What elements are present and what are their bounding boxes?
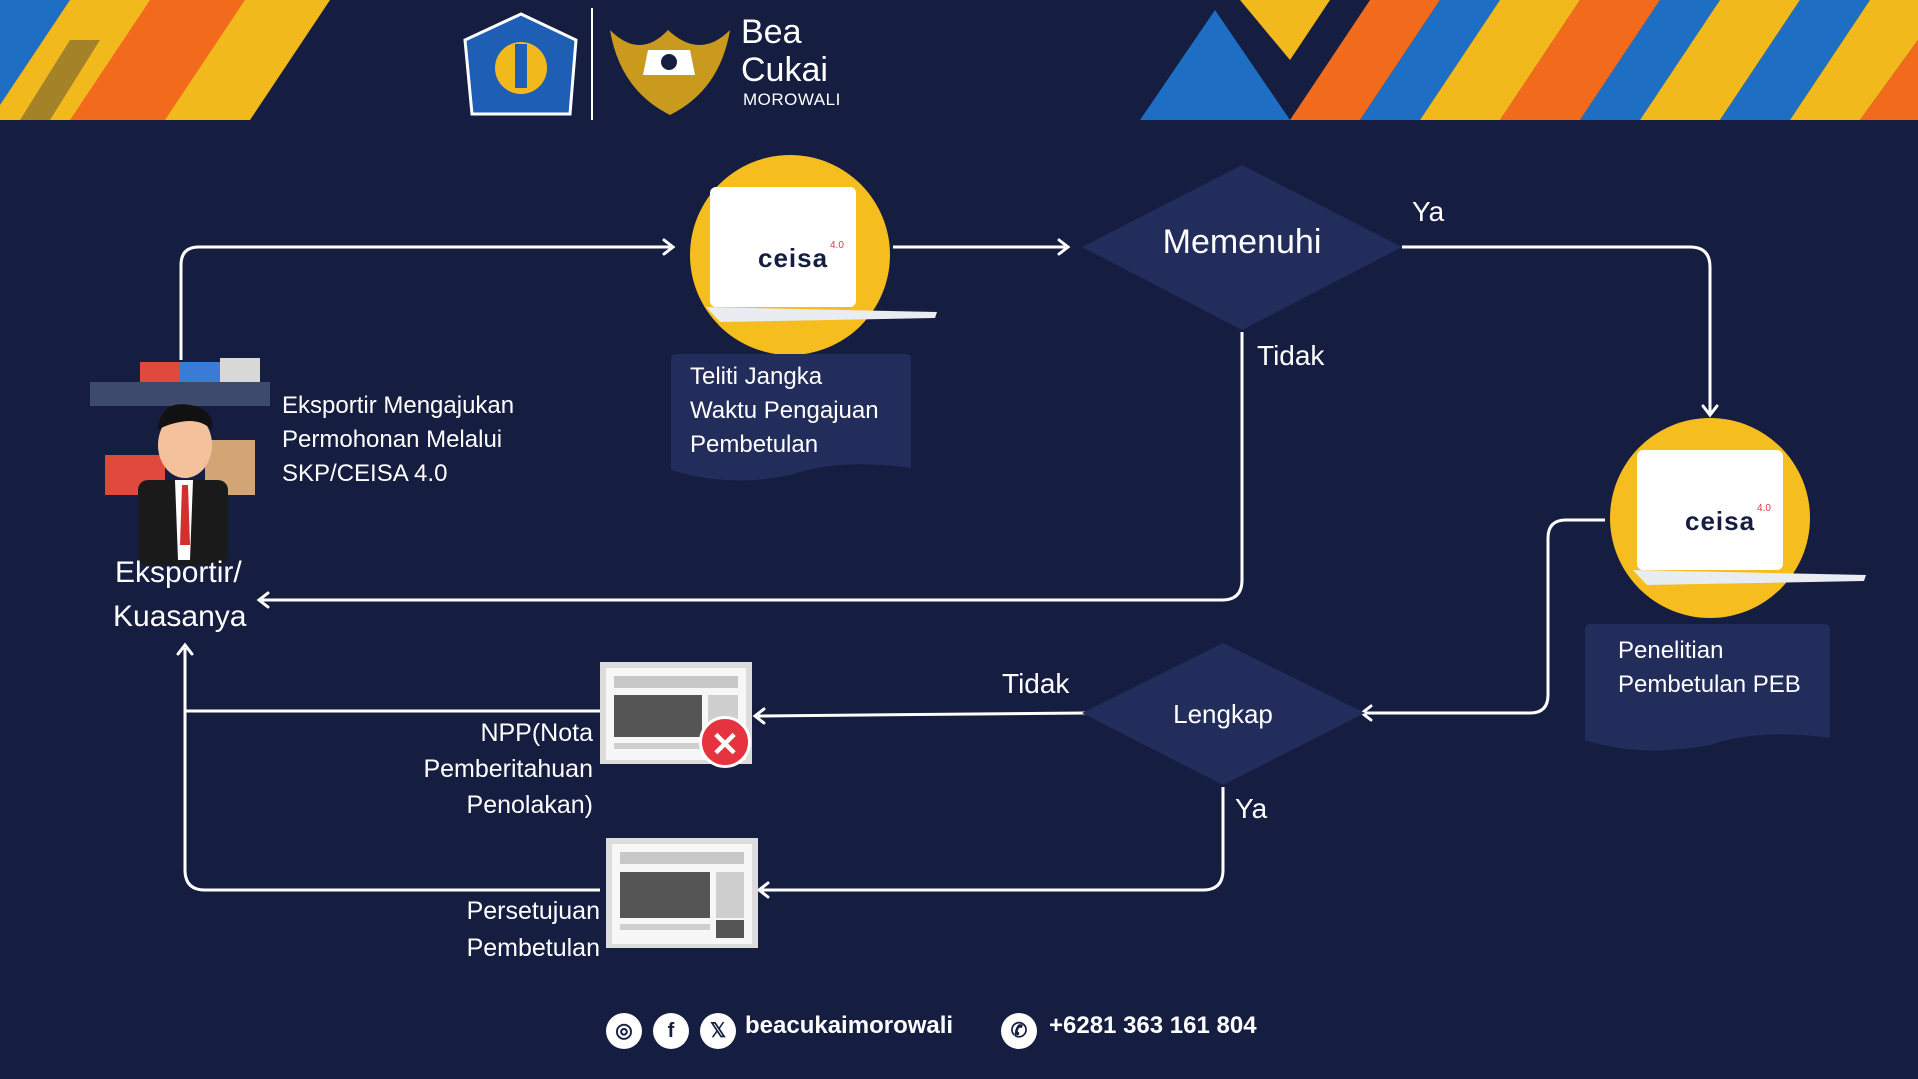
whatsapp-icon[interactable]: ✆ — [1001, 1013, 1037, 1049]
ceisa-logo-text-2: ceisa — [1685, 506, 1756, 536]
phone-number[interactable]: +6281 363 161 804 — [1049, 1012, 1257, 1039]
brand-line-2: Cukai — [741, 51, 828, 89]
instagram-icon[interactable]: ◎ — [606, 1013, 642, 1049]
check-period-line-2: Waktu Pengajuan — [690, 397, 879, 424]
review-line-1: Penelitian — [1618, 637, 1724, 664]
ceisa-version-1: 4.0 — [830, 240, 844, 251]
brand-line-1: Bea — [741, 13, 802, 51]
ceisa-logo-text-1: ceisa — [758, 243, 829, 273]
check-period-line-1: Teliti Jangka — [690, 363, 823, 390]
rejection-line-1: NPP(Nota — [480, 719, 593, 747]
ceisa-version-2: 4.0 — [1757, 503, 1771, 514]
social-handle[interactable]: beacukaimorowali — [745, 1012, 954, 1039]
exporter-description-line-2: Permohonan Melalui — [282, 426, 503, 453]
brand-location: MOROWALI — [743, 90, 841, 109]
bea-cukai-emblem — [610, 30, 730, 115]
flow-connectors — [179, 245, 1712, 892]
approval-line-2: Pembetulan — [466, 934, 600, 962]
header-pattern-right — [1140, 0, 1918, 120]
ceisa-laptop-2 — [1610, 418, 1866, 618]
decision-lengkap-no: Tidak — [1002, 668, 1070, 699]
approval-document — [606, 838, 758, 948]
exporter-description-line-3: SKP/CEISA 4.0 — [282, 460, 448, 487]
review-label-shape — [1585, 624, 1830, 751]
ceisa-laptop-1 — [690, 155, 937, 355]
decision-memenuhi-shape — [1082, 165, 1402, 330]
facebook-icon[interactable]: f — [653, 1013, 689, 1049]
review-line-2: Pembetulan PEB — [1618, 671, 1801, 698]
decision-memenuhi: Memenuhi — [1162, 223, 1322, 261]
check-period-label-shape — [671, 354, 911, 481]
decision-memenuhi-no: Tidak — [1257, 340, 1325, 371]
exporter-label-line-2: Kuasanya — [113, 600, 247, 633]
decision-memenuhi-yes: Ya — [1412, 196, 1445, 227]
rejection-line-2: Pemberitahuan — [423, 755, 593, 783]
kemenkeu-logo — [463, 12, 578, 116]
header-pattern-left — [0, 0, 330, 120]
decision-lengkap-yes: Ya — [1235, 793, 1268, 824]
exporter-description-line-1: Eksportir Mengajukan — [282, 392, 515, 419]
exporter-label-line-1: Eksportir/ — [115, 556, 242, 589]
check-period-line-3: Pembetulan — [690, 431, 819, 458]
x-twitter-icon[interactable]: 𝕏 — [700, 1013, 736, 1049]
decision-lengkap-shape — [1082, 643, 1365, 785]
approval-line-1: Persetujuan — [466, 897, 600, 925]
reject-x-icon: ✕ — [699, 716, 751, 768]
decision-lengkap: Lengkap — [1173, 699, 1273, 729]
rejection-line-3: Penolakan) — [466, 791, 593, 819]
exporter-illustration — [90, 358, 270, 565]
